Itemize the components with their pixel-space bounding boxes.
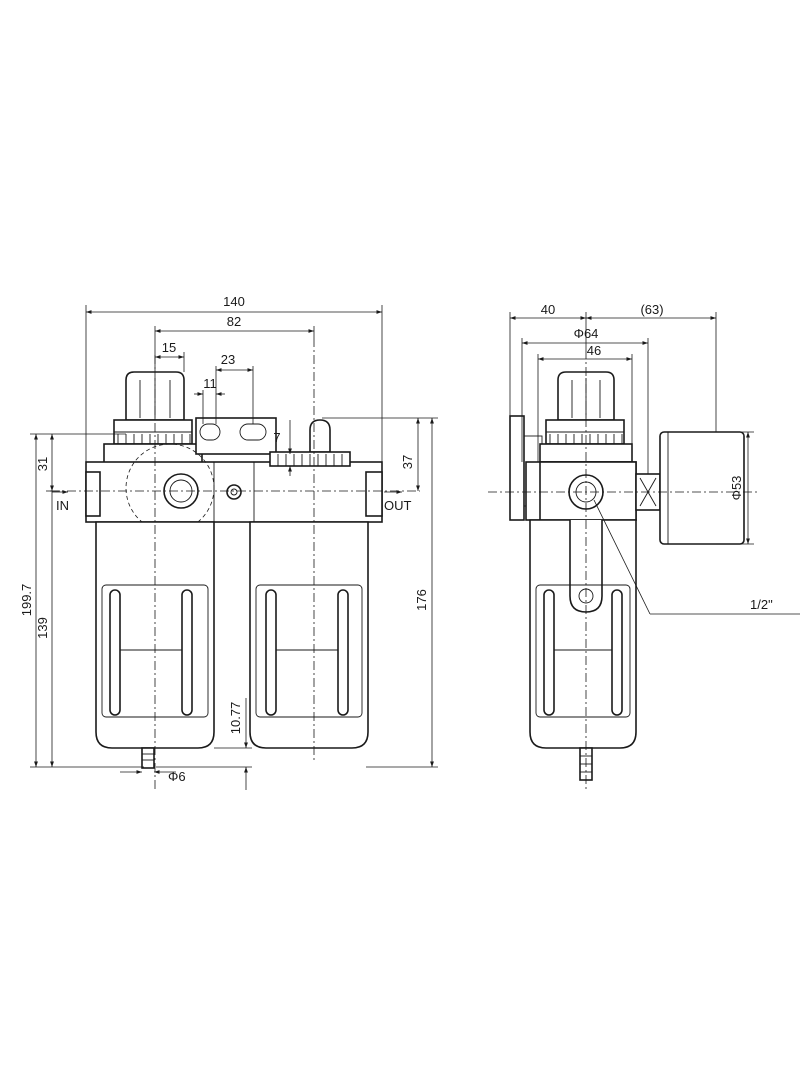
dim-139: 139 <box>35 617 50 639</box>
thread-size-label: 1/2" <box>750 597 773 612</box>
dim-23: 23 <box>221 352 235 367</box>
lubricator-bowl <box>249 521 369 749</box>
dim-199-7: 199.7 <box>19 584 34 617</box>
dim-46: 46 <box>587 343 601 358</box>
regulator-knob <box>103 371 203 465</box>
side-bowl <box>529 519 637 781</box>
dim-37: 37 <box>400 455 415 469</box>
dim-11: 11 <box>203 376 217 391</box>
side-body <box>525 461 661 521</box>
dim-40: 40 <box>541 302 555 317</box>
dim-drain-diameter: Φ6 <box>168 769 186 784</box>
front-view: 140 82 15 23 11 7 31 199.7 139 37 176 10… <box>19 294 438 790</box>
in-port-label: IN <box>56 498 69 513</box>
manifold-body <box>85 443 383 533</box>
dim-7: 7 <box>273 430 280 445</box>
dim-63: (63) <box>640 302 663 317</box>
dim-31: 31 <box>35 457 50 471</box>
dim-82: 82 <box>227 314 241 329</box>
pressure-gauge <box>659 431 745 545</box>
dim-10-77: 10.77 <box>228 702 243 735</box>
dim-dia-64: Φ64 <box>574 326 599 341</box>
dim-140: 140 <box>223 294 245 309</box>
mounting-bracket <box>195 417 277 455</box>
dim-176: 176 <box>414 589 429 611</box>
dim-15: 15 <box>162 340 176 355</box>
dim-gauge-diameter: Φ53 <box>729 476 744 501</box>
lubricator-cap <box>269 419 351 467</box>
side-view: 40 (63) Φ64 46 Φ53 1/2" <box>488 302 800 790</box>
out-port-label: OUT <box>384 498 412 513</box>
